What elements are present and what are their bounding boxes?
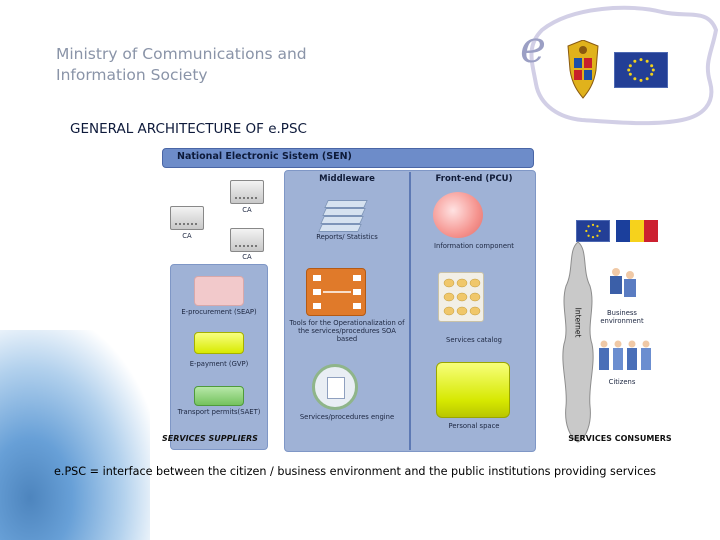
ca-label: CA: [182, 232, 192, 240]
ca-label: CA: [242, 253, 252, 261]
internet-label: Internet: [573, 307, 583, 338]
services-catalog-icon: [438, 272, 484, 322]
sen-title: National Electronic Sistem (SEN): [177, 151, 352, 162]
fiber-optic-decoration: [0, 330, 150, 540]
ministry-line-1: Ministry of Communications and: [56, 45, 307, 63]
romania-flag-icon: [616, 220, 658, 242]
caption: e.PSC = interface between the citizen / …: [54, 465, 656, 478]
supplier-item: Transport permits(SAET): [177, 408, 261, 416]
ca-label: CA: [242, 206, 252, 214]
supplier-item: E-payment (GVP): [189, 360, 249, 368]
server-icon: [230, 228, 264, 252]
server-icon: [230, 180, 264, 204]
personal-space-icon: [436, 362, 510, 418]
e-payment-icon: [194, 332, 244, 354]
sen-header-bar: National Electronic Sistem (SEN): [162, 148, 534, 168]
panel-divider: [409, 172, 411, 450]
eu-flag-icon: [614, 52, 668, 88]
transport-permits-icon: [194, 386, 244, 406]
e-logo-icon: e: [520, 22, 547, 73]
architecture-diagram: National Electronic Sistem (SEN) Middlew…: [150, 140, 720, 452]
architecture-title: GENERAL ARCHITECTURE OF e.PSC: [70, 121, 307, 137]
frontend-item: Personal space: [448, 422, 500, 430]
e-procurement-icon: [194, 276, 244, 306]
middleware-item: Tools for the Operationalization of the …: [289, 319, 405, 343]
consumer-item: Citizens: [608, 378, 636, 386]
internet-cloud-icon: [562, 241, 594, 443]
services-consumers-label: SERVICES CONSUMERS: [568, 434, 672, 443]
ministry-title: Ministry of Communications and Informati…: [56, 44, 376, 86]
people-icon: [610, 268, 636, 297]
frontend-title: Front-end (PCU): [435, 174, 513, 184]
services-suppliers-label: SERVICES SUPPLIERS: [162, 434, 258, 443]
ministry-line-2: Information Society: [56, 66, 208, 84]
soa-tools-icon: [306, 268, 366, 316]
middleware-title: Middleware: [319, 174, 375, 184]
frontend-item: Services catalog: [446, 336, 502, 344]
consumer-item: Business environment: [600, 309, 644, 325]
romania-map-outline-icon: [529, 5, 719, 126]
supplier-item: E-procurement (SEAP): [181, 308, 257, 316]
middleware-item: Reports/ Statistics: [316, 233, 378, 241]
eu-flag-icon: [576, 220, 610, 242]
frontend-item: Information component: [434, 242, 514, 250]
server-icon: [170, 206, 204, 230]
engine-icon: [312, 364, 358, 410]
people-icon: [599, 340, 651, 370]
suppliers-panel: [170, 264, 268, 450]
romania-coat-of-arms-icon: [567, 40, 599, 99]
middleware-item: Services/procedures engine: [299, 413, 395, 421]
information-component-icon: [433, 192, 483, 238]
